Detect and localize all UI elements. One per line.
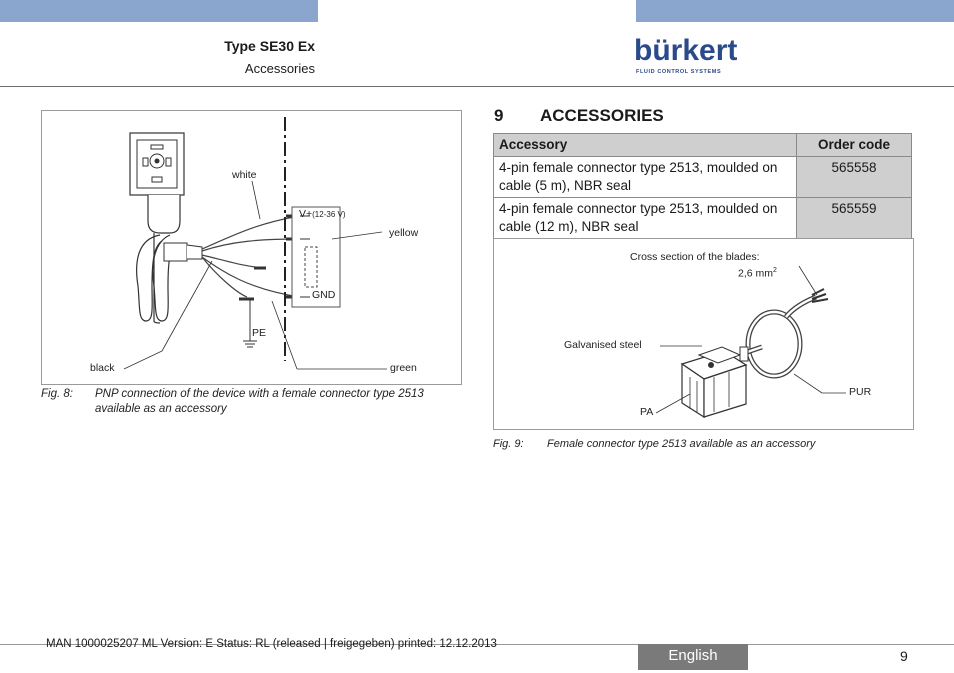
section-name: Accessories — [244, 61, 315, 76]
header-divider — [0, 86, 954, 87]
voltage-range: (12-36 V) — [312, 210, 346, 219]
figure-9-box: Cross section of the blades: 2,6 mm2 Gal… — [493, 238, 914, 430]
figure-8-caption-text-2: available as an accessory — [95, 403, 227, 415]
accessory-line: 4-pin female connector type 2513, moulde… — [499, 160, 778, 175]
connector-drawing — [655, 265, 846, 419]
column-header-accessory: Accessory — [493, 133, 797, 157]
figure-8-caption-number: Fig. 8: — [41, 388, 73, 400]
figure-9-caption-number: Fig. 9: — [493, 438, 524, 450]
vplus-label: V+(12-36 V) — [299, 208, 346, 220]
area-value-label: 2,6 mm2 — [738, 267, 777, 280]
logo-word: bürkert — [634, 34, 738, 67]
galvanised-steel-label: Galvanised steel — [564, 339, 642, 351]
logo-tagline: FLUID CONTROL SYSTEMS — [636, 69, 722, 75]
table-header-row: Accessory Order code — [493, 133, 912, 157]
wire-label-black: black — [90, 362, 115, 374]
pe-label: PE — [252, 327, 267, 339]
order-code-cell: 565559 — [796, 197, 912, 239]
accessory-cell: 4-pin female connector type 2513, moulde… — [493, 197, 797, 239]
language-tab: English — [638, 644, 748, 670]
gnd-label: GND — [312, 289, 336, 301]
accessories-table: Accessory Order code 4-pin female connec… — [493, 133, 912, 239]
wire-label-green: green — [390, 362, 417, 374]
order-code-cell: 565558 — [796, 156, 912, 198]
section-number: 9 — [494, 106, 504, 125]
accessory-line: 4-pin female connector type 2513, moulde… — [499, 201, 778, 216]
wiring-diagram — [123, 117, 387, 370]
vplus-text: V+ — [299, 208, 313, 220]
figure-9-caption-text: Female connector type 2513 available as … — [547, 438, 816, 450]
accessory-line: cable (5 m), NBR seal — [499, 178, 632, 193]
column-header-order-code: Order code — [796, 133, 912, 157]
area-value: 2,6 mm — [738, 267, 774, 280]
cross-section-label: Cross section of the blades: — [630, 251, 760, 263]
header-band-right — [636, 0, 954, 22]
figure-8-caption-text-1: PNP connection of the device with a fema… — [95, 388, 424, 400]
document-meta: MAN 1000025207 ML Version: E Status: RL … — [46, 638, 497, 650]
product-title: Type SE30 Ex — [224, 38, 315, 54]
page-number: 9 — [900, 648, 908, 664]
figure-8-box: white V+(12-36 V) yellow GND PE black gr… — [41, 110, 462, 385]
area-exponent: 2 — [773, 267, 777, 274]
accessory-cell: 4-pin female connector type 2513, moulde… — [493, 156, 797, 198]
accessory-line: cable (12 m), NBR seal — [499, 219, 639, 234]
table-row: 4-pin female connector type 2513, moulde… — [493, 156, 912, 198]
table-row: 4-pin female connector type 2513, moulde… — [493, 197, 912, 239]
pa-label: PA — [640, 406, 654, 418]
wire-label-white: white — [232, 169, 257, 181]
section-title: ACCESSORIES — [540, 106, 664, 125]
pur-label: PUR — [849, 386, 872, 398]
footer-divider — [0, 644, 954, 645]
header-band-left — [0, 0, 318, 22]
wire-label-yellow: yellow — [389, 227, 419, 239]
